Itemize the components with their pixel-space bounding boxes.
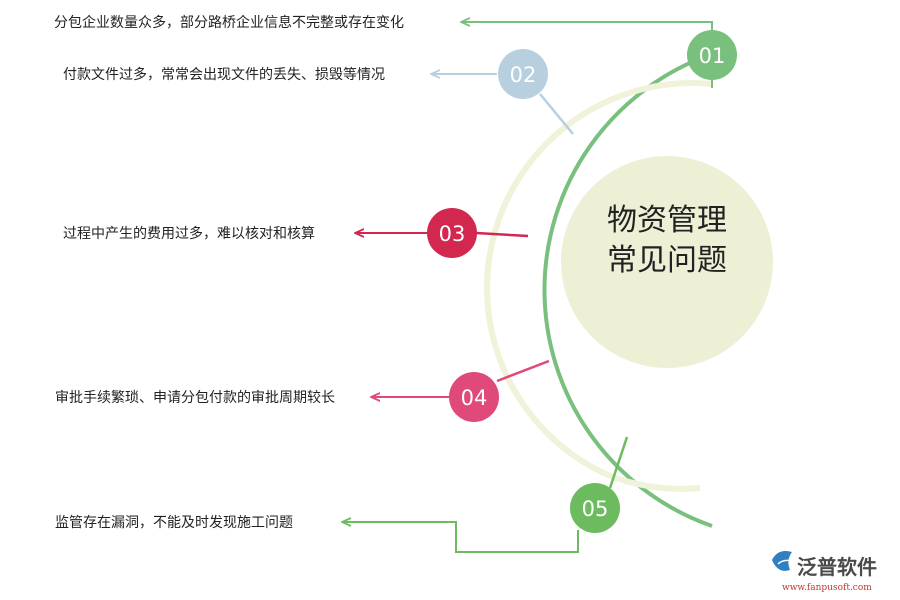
node-02-number: 02 — [510, 63, 537, 87]
logo-icon — [772, 551, 797, 571]
center-title-line2: 常见问题 — [607, 243, 727, 278]
label-04: 审批手续繁琐、申请分包付款的审批周期较长 — [55, 389, 335, 406]
node-03-number: 03 — [439, 222, 466, 246]
node-03: 03 — [427, 208, 477, 258]
node-01: 01 — [687, 30, 737, 80]
node-04: 04 — [449, 372, 499, 422]
connector-05 — [608, 436, 629, 489]
center-title-line1: 物资管理 — [607, 203, 727, 238]
logo-name: 泛普软件 — [797, 555, 877, 579]
connector-04 — [496, 359, 550, 383]
connector-02 — [539, 93, 574, 135]
inner-arc — [484, 80, 713, 492]
logo: 泛普软件 www.fanpusoft.com — [772, 551, 877, 593]
node-02: 02 — [498, 49, 548, 99]
outer-arc — [542, 52, 713, 528]
leader-05 — [343, 522, 579, 553]
label-03: 过程中产生的费用过多，难以核对和核算 — [63, 225, 315, 242]
center-circle — [561, 156, 773, 368]
node-01-number: 01 — [699, 44, 726, 68]
node-05-number: 05 — [582, 497, 609, 521]
label-02: 付款文件过多，常常会出现文件的丢失、损毁等情况 — [63, 66, 385, 83]
label-01: 分包企业数量众多，部分路桥企业信息不完整或存在变化 — [54, 14, 404, 31]
connector-03 — [475, 231, 529, 238]
node-05: 05 — [570, 483, 620, 533]
node-04-number: 04 — [461, 386, 488, 410]
logo-url: www.fanpusoft.com — [782, 583, 872, 593]
label-05: 监管存在漏洞，不能及时发现施工问题 — [55, 515, 293, 531]
